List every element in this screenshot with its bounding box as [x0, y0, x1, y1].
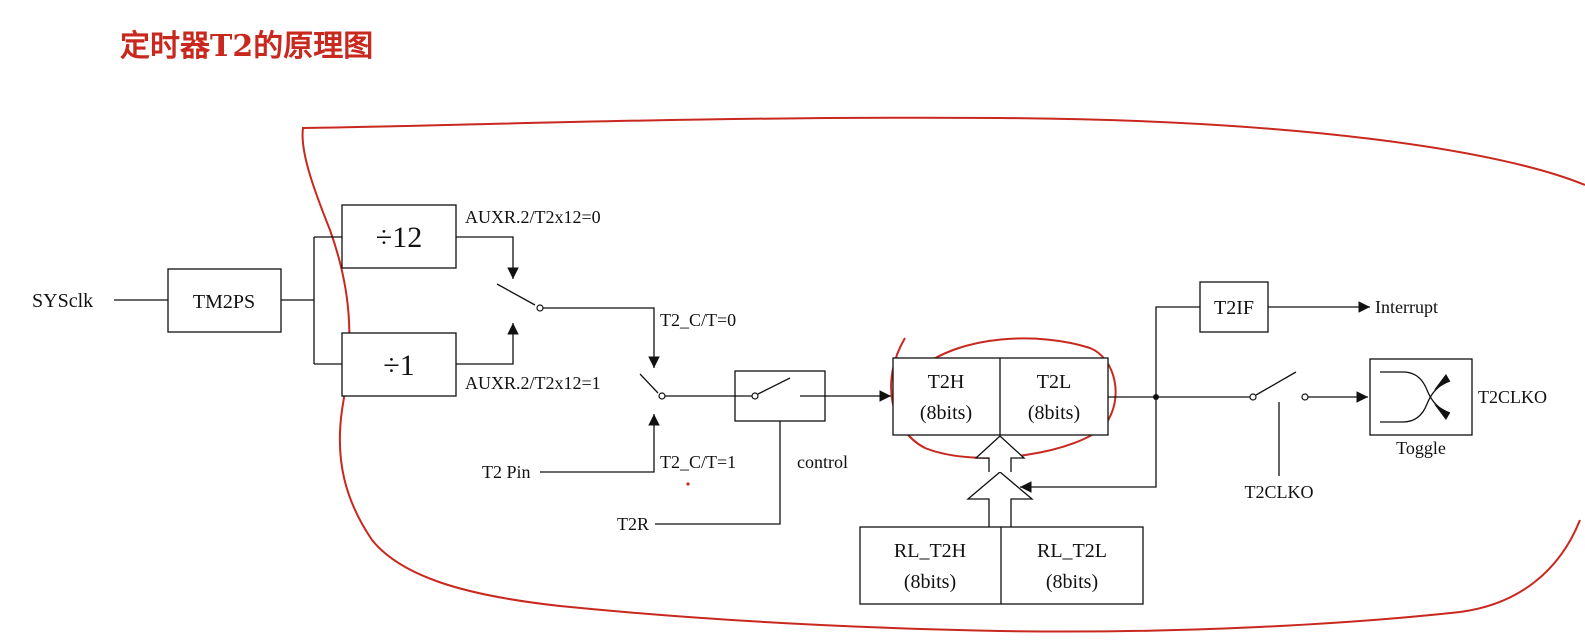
t2if-label: T2IF [1214, 297, 1254, 319]
t2l-bits-label: (8bits) [1028, 402, 1080, 424]
wire-t2pin [540, 414, 660, 473]
div1-label: ÷1 [383, 349, 414, 382]
rl-t2h-label: RL_T2H [894, 540, 966, 562]
t2clko-out-label: T2CLKO [1478, 387, 1547, 407]
wire-t2r [655, 421, 781, 525]
div12-label: ÷12 [376, 221, 422, 254]
t2ct0-label: T2_C/T=0 [660, 310, 736, 330]
annotation-outline [301, 116, 1585, 633]
wire-div12-to-switch [456, 236, 519, 279]
red-dot-mark [686, 482, 690, 486]
page-title: 定时器T2的原理图 [120, 29, 373, 64]
toggle-box [1369, 358, 1473, 436]
reload-arrow-lower [966, 471, 1034, 527]
clko-switch-contact-b [1301, 393, 1309, 401]
div12-box [341, 204, 457, 269]
t2l-label: T2L [1037, 371, 1071, 393]
t2h-bits-label: (8bits) [920, 402, 972, 424]
interrupt-label: Interrupt [1375, 297, 1438, 317]
switch2-contact [658, 392, 666, 400]
clko-switch-blade [1255, 371, 1297, 396]
control-switch-blade [757, 377, 791, 395]
wire-div1-to-switch [456, 323, 519, 365]
switch1-blade [496, 283, 536, 306]
tm2ps-box [167, 268, 282, 333]
t2clko-ctrl-label: T2CLKO [1245, 482, 1314, 502]
auxr-0-label: AUXR.2/T2x12=0 [465, 207, 601, 227]
wire-to-t2if [1155, 306, 1200, 397]
toggle-arrowhead-a [1434, 404, 1450, 420]
wire-switch1-out [543, 307, 660, 368]
div1-box [341, 332, 457, 397]
wire-reload-feedback [1020, 397, 1157, 493]
control-switch-contact [751, 392, 759, 400]
control-label: control [797, 452, 848, 472]
t2h-label: T2H [928, 371, 965, 393]
switch1-contact [536, 304, 544, 312]
rl-t2h-bits-label: (8bits) [904, 571, 956, 593]
t2r-label: T2R [617, 514, 649, 534]
reload-arrow-upper [974, 435, 1026, 472]
clko-switch-contact-a [1249, 393, 1257, 401]
t2if-box [1199, 281, 1269, 333]
rl-t2l-label: RL_T2L [1037, 540, 1107, 562]
toggle-arrowhead-b [1434, 374, 1450, 390]
rl-t2l-bits-label: (8bits) [1046, 571, 1098, 593]
t2pin-label: T2 Pin [482, 462, 531, 482]
tm2ps-label: TM2PS [193, 291, 255, 313]
sysclk-label: SYSclk [32, 290, 93, 312]
t2ct1-label: T2_C/T=1 [660, 452, 736, 472]
switch2-blade [639, 373, 659, 394]
toggle-label: Toggle [1396, 438, 1446, 458]
auxr-1-label: AUXR.2/T2x12=1 [465, 373, 601, 393]
